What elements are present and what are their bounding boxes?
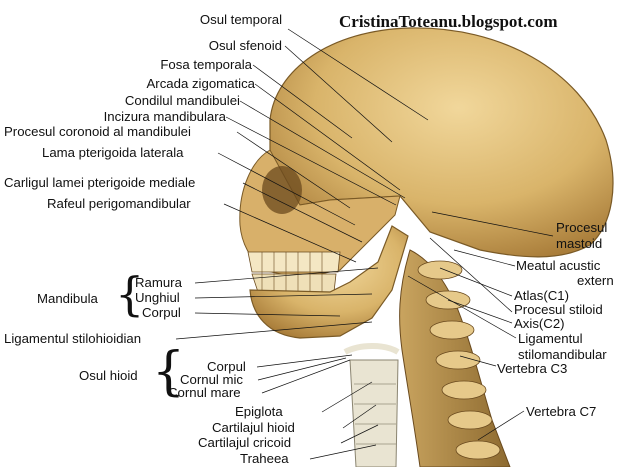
label-cartilajul-hioid: Cartilajul hioid <box>212 420 295 435</box>
label-epiglota: Epiglota <box>235 404 283 419</box>
label-corpul-mandibula: Corpul <box>142 305 181 320</box>
lower-teeth <box>251 273 337 293</box>
label-unghiul: Unghiul <box>135 290 180 305</box>
label-vertebra-c3: Vertebra C3 <box>497 361 568 376</box>
brace-mandibula: { <box>115 267 145 321</box>
label-atlas: Atlas(C1) <box>514 288 569 303</box>
label-meatul-line1: Meatul acustic <box>516 258 601 273</box>
cranium <box>269 27 614 258</box>
label-osul-temporal: Osul temporal <box>199 12 282 27</box>
label-procesul-mastoid-line1: Procesul <box>556 220 608 235</box>
label-cornul-mic: Cornul mic <box>180 372 244 387</box>
label-cornul-mare: Cornul mare <box>168 385 241 400</box>
label-ligamentul-stilo-line2: stilomandibular <box>518 347 607 362</box>
watermark: CristinaToteanu.blogspot.com <box>339 12 558 31</box>
label-ligamentul-stilo-line1: Ligamentul <box>518 331 583 346</box>
label-meatul-line2: extern <box>577 273 614 288</box>
label-arcada-zigomatica: Arcada zigomatica <box>146 76 255 91</box>
orbit <box>262 166 302 214</box>
hyoid-bone <box>343 343 400 355</box>
label-mandibula: Mandibula <box>37 291 98 306</box>
label-ligamentul-stilohioidian: Ligamentul stilohioidian <box>4 331 142 346</box>
label-cartilajul-cricoid: Cartilajul cricoid <box>198 435 292 450</box>
upper-teeth <box>247 251 341 273</box>
label-osul-sfenoid: Osul sfenoid <box>208 38 282 53</box>
larynx-trachea <box>349 359 399 467</box>
label-traheea: Traheea <box>240 451 289 466</box>
label-procesul-mastoid-line2: mastoid <box>556 236 603 251</box>
label-lama-pterigoida: Lama pterigoida laterala <box>42 145 184 160</box>
label-corpul-hioid: Corpul <box>207 359 246 374</box>
label-procesul-coronoid: Procesul coronoid al mandibulei <box>4 124 191 139</box>
label-incizura-mandibulara: Incizura mandibulara <box>103 109 226 124</box>
label-vertebra-c7: Vertebra C7 <box>526 404 597 419</box>
mandible <box>249 225 409 339</box>
label-ramura: Ramura <box>135 275 182 290</box>
brace-osul-hioid: { <box>152 342 186 402</box>
label-rafeul: Rafeul perigomandibular <box>47 196 191 211</box>
label-carligul: Carligul lamei pterigoide mediale <box>4 175 196 190</box>
label-procesul-stiloid: Procesul stiloid <box>514 302 603 317</box>
leader-lines <box>175 28 554 460</box>
label-fosa-temporala: Fosa temporala <box>160 57 252 72</box>
label-osul-hioid: Osul hioid <box>79 368 138 383</box>
label-axis: Axis(C2) <box>514 316 565 331</box>
label-condilul-mandibulei: Condilul mandibulei <box>124 93 240 108</box>
